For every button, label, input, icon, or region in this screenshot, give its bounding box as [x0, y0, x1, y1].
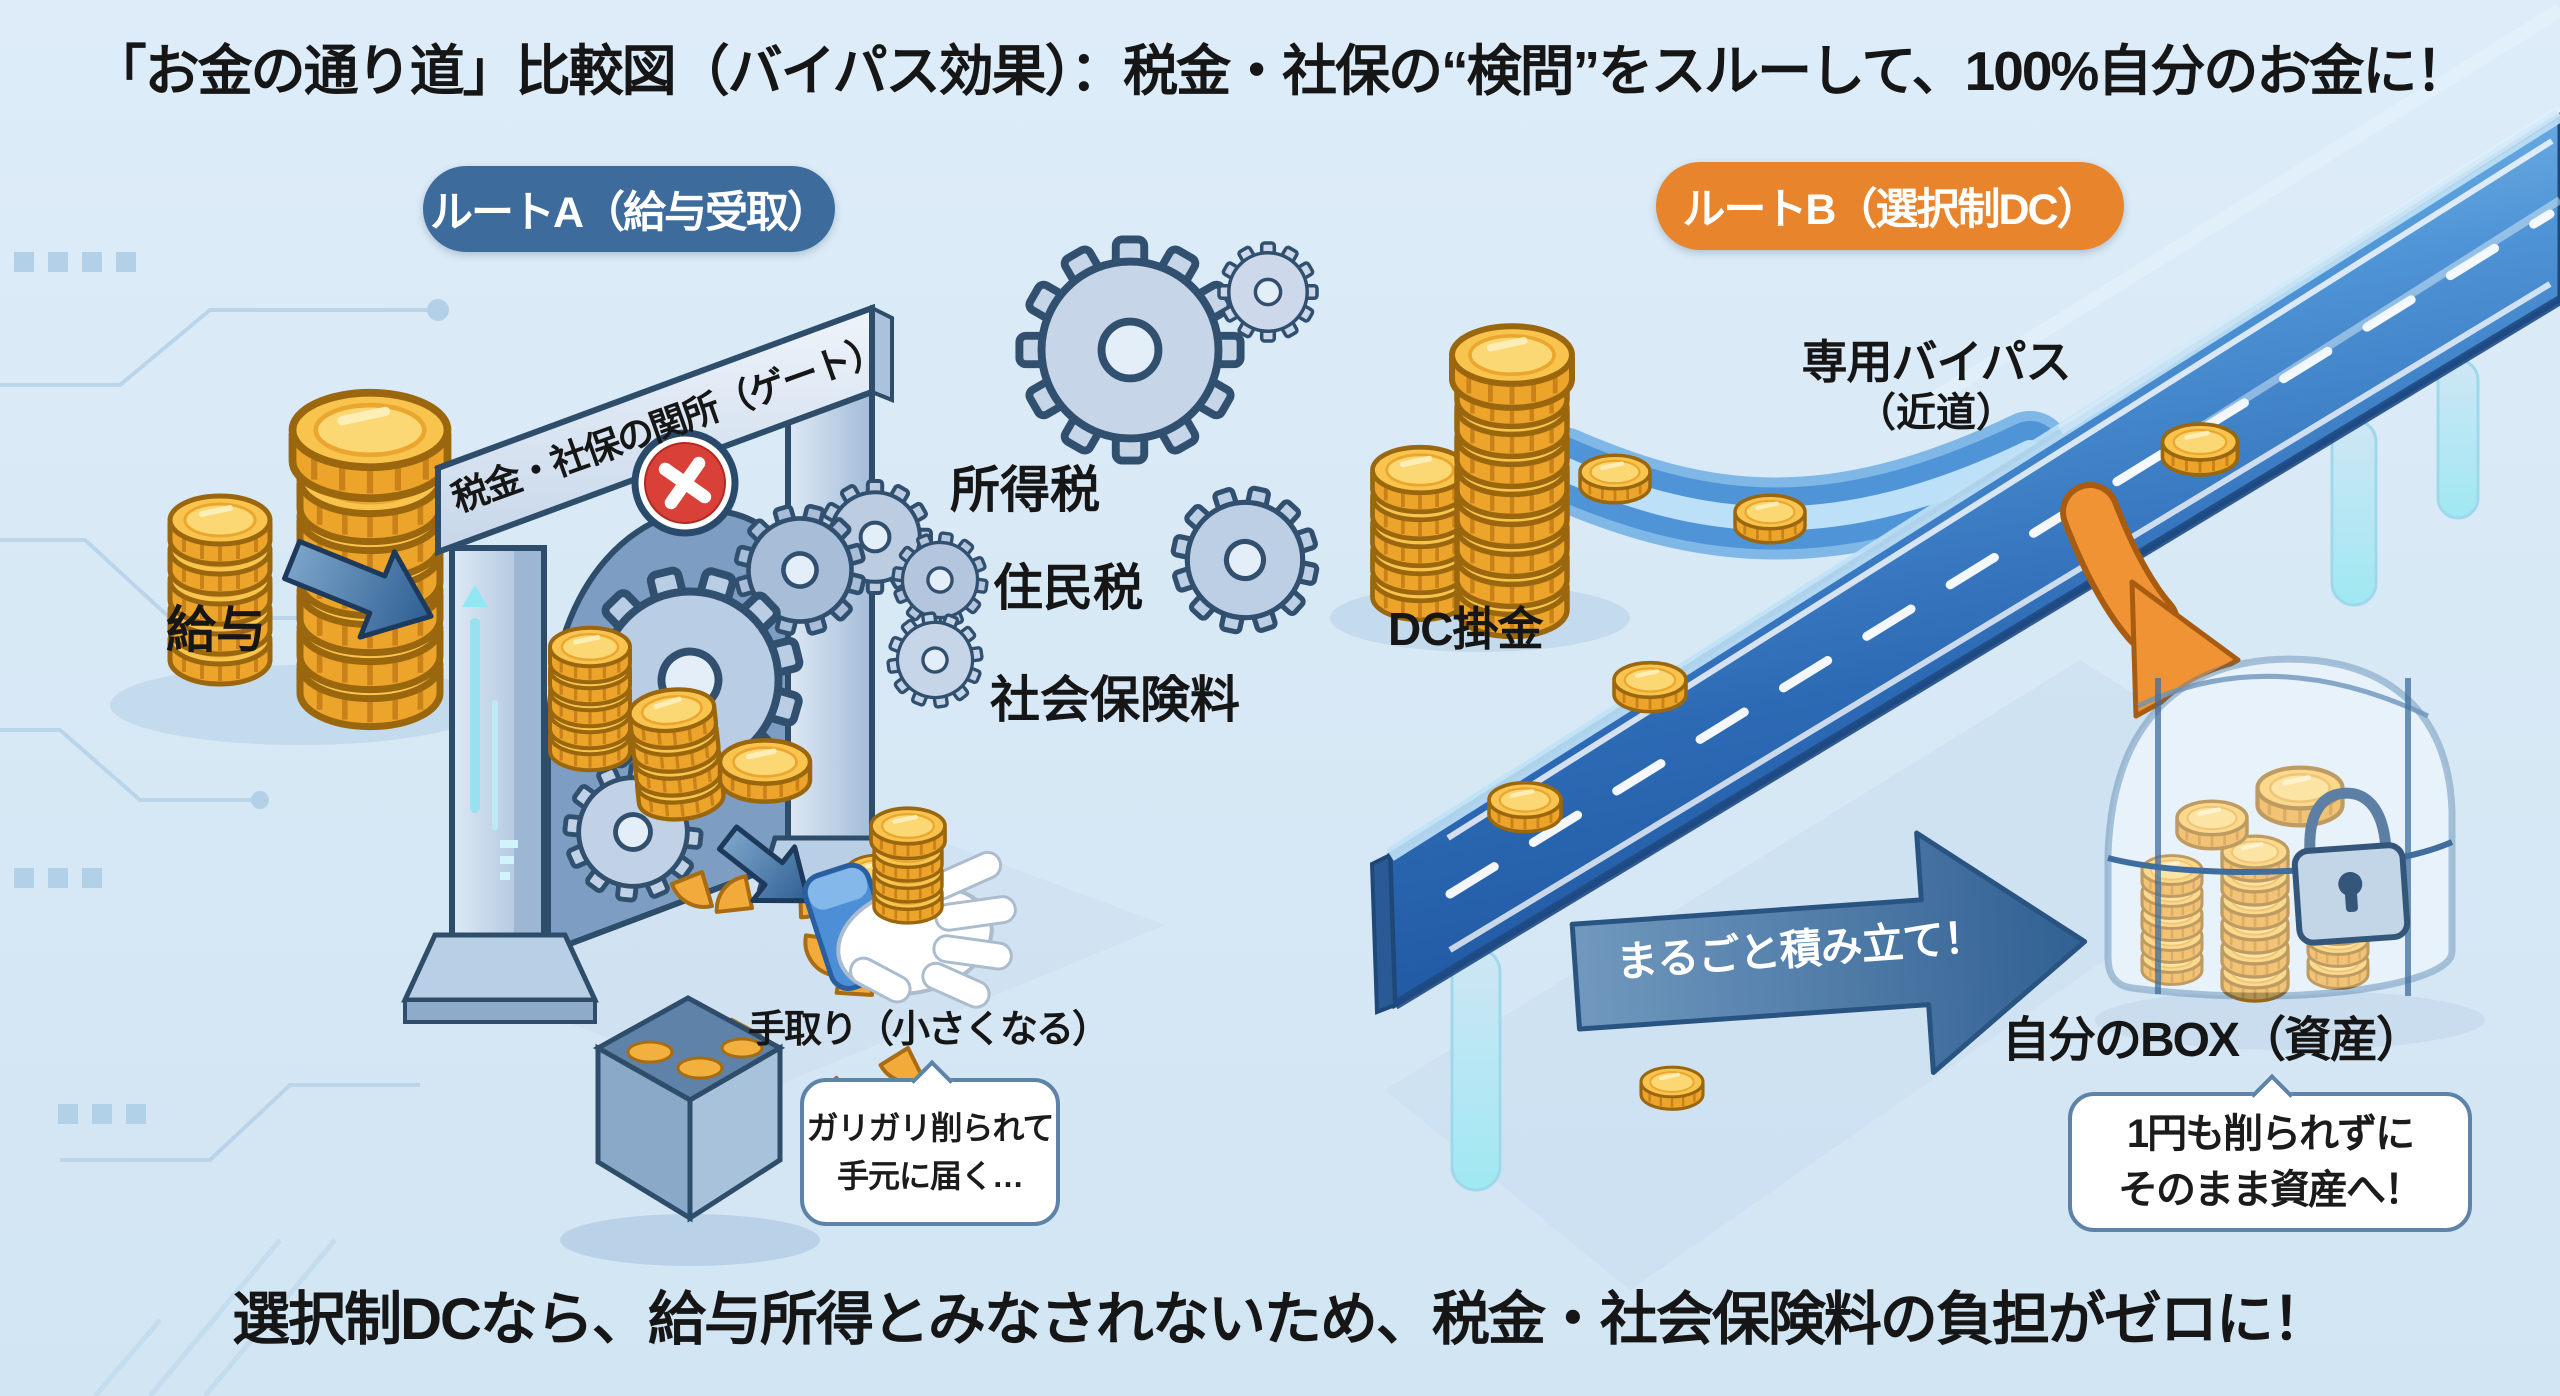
dc-contribution-label: DC掛金: [1388, 603, 1543, 655]
dc-coins-icon: [1330, 326, 1630, 652]
bypass-label: 専用バイパス: [1801, 336, 2071, 388]
treasure-chest-icon: [2095, 655, 2485, 1050]
circuit-pattern-background: [0, 252, 449, 1396]
route-a-speech-bubble: ガリガリ削られて 手元に届く…: [800, 1059, 1060, 1226]
salary-to-gate-arrow-icon: [282, 538, 434, 640]
takehome-coins-icon: [871, 808, 945, 923]
route-b-scene: [1330, 4, 2560, 1290]
bubble-b-line2: そのまま資産へ！: [2118, 1168, 2424, 1212]
social-insurance-label: 社会保険料: [990, 672, 1240, 728]
gate-to-hand-arrow-icon: [716, 824, 811, 904]
collection-box-icon: [560, 995, 820, 1266]
pillar-glow-accent: [462, 585, 518, 880]
speed-streaks: [1896, 4, 2560, 444]
prohibition-icon: [631, 429, 739, 537]
salary-coins-icon: [110, 393, 490, 745]
route-a-scene: [110, 239, 1331, 1266]
bubble-b-line1: 1円も削られずに: [2126, 1112, 2415, 1156]
route-b-speech-bubble: 1円も削られずに そのまま資産へ！: [2068, 1073, 2472, 1232]
page-title: 「お金の通り道」比較図（バイパス効果）：税金・社保の“検問”をスルーして、100…: [91, 40, 2471, 102]
highway-illustration: [1369, 4, 2560, 1015]
salary-label: 給与: [166, 602, 266, 658]
route-a-badge: ルートA（給与受取）: [423, 166, 835, 252]
hand-icon: [802, 808, 1017, 1009]
route-b-badge: ルートB（選択制DC）: [1656, 162, 2124, 250]
bypass-sublabel: （近道）: [1856, 391, 2016, 435]
accumulate-arrow-icon: [1569, 830, 2088, 1075]
padlock-icon: [2291, 787, 2411, 946]
asset-box-label: 自分のBOX（資産）: [2001, 1014, 2424, 1067]
footer-message: 選択制DCなら、給与所得とみなされないため、税金・社会保険料の負担がゼロに！: [232, 1287, 2330, 1352]
resident-tax-label: 住民税: [993, 560, 1143, 616]
income-tax-label: 所得税: [950, 462, 1100, 518]
bubble-a-line2: 手元に届く…: [836, 1158, 1024, 1194]
bubble-a-line1: ガリガリ削られて: [806, 1110, 1054, 1146]
takehome-label: 手取り（小さくなる）: [747, 1009, 1110, 1051]
